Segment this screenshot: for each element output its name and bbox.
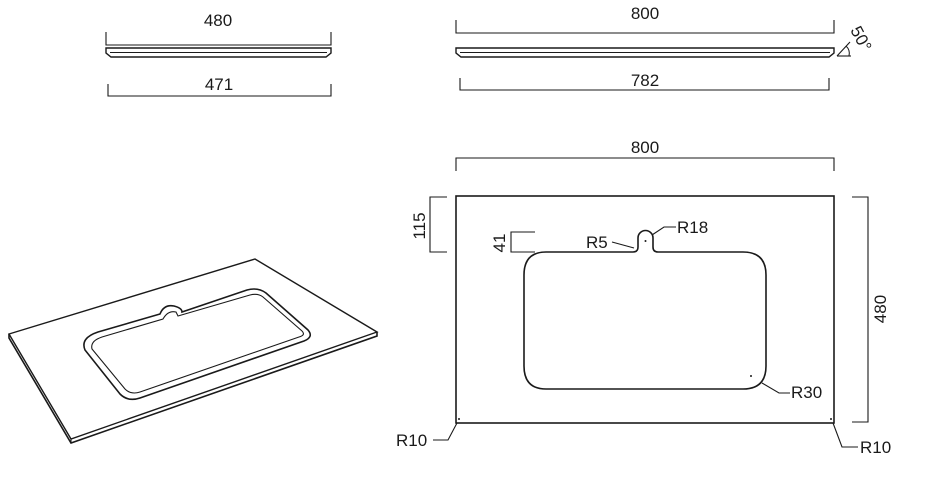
side-view-large: 800 50° 782 xyxy=(455,4,875,91)
dimension-line-480-plan xyxy=(852,196,869,423)
dimension-line-782 xyxy=(459,78,830,91)
dimension-label-480-plan: 480 xyxy=(871,295,890,323)
dimension-line-115 xyxy=(429,196,447,253)
radius-label-r5: R5 xyxy=(586,233,608,252)
dimension-label-471: 471 xyxy=(205,75,233,94)
dimension-label-782: 782 xyxy=(631,71,659,90)
leader-r5 xyxy=(611,241,635,249)
radius-label-r18: R18 xyxy=(677,218,708,237)
radius-label-r10-right: R10 xyxy=(860,438,891,457)
radius-label-r10-left: R10 xyxy=(396,431,427,450)
side-view-small: 480 471 xyxy=(105,11,332,97)
angle-indicator xyxy=(836,41,851,57)
leader-r18 xyxy=(651,226,676,236)
dimension-label-800-top: 800 xyxy=(631,4,659,23)
dimension-label-41: 41 xyxy=(490,234,509,253)
leader-r30 xyxy=(761,382,790,394)
plan-view: 800 480 115 41 R5 R18 R30 R10 R10 xyxy=(396,138,891,457)
dimension-label-480: 480 xyxy=(204,11,232,30)
isometric-basin-rim xyxy=(83,288,312,401)
leader-r10-right xyxy=(832,422,858,448)
dimension-line-800-plan xyxy=(455,157,835,171)
basin-radius-center-marker xyxy=(750,375,752,377)
isometric-basin-inner xyxy=(91,293,304,394)
plate-outline xyxy=(455,195,835,424)
notch-center-marker xyxy=(644,240,647,242)
angle-label: 50° xyxy=(846,23,875,55)
dimension-line-800-top xyxy=(455,20,835,34)
dimension-line-41 xyxy=(510,231,535,253)
dimension-line-480 xyxy=(105,32,332,46)
corner-marker-right xyxy=(830,418,832,420)
dimension-label-800-plan: 800 xyxy=(631,138,659,157)
leader-r10-left xyxy=(433,422,458,441)
dimension-line-471 xyxy=(107,84,332,97)
corner-marker-left xyxy=(458,418,460,420)
radius-label-r30: R30 xyxy=(791,383,822,402)
dimension-label-115: 115 xyxy=(410,212,429,239)
isometric-top-surface xyxy=(7,258,379,440)
isometric-view xyxy=(7,258,379,444)
basin-outline xyxy=(523,229,767,390)
